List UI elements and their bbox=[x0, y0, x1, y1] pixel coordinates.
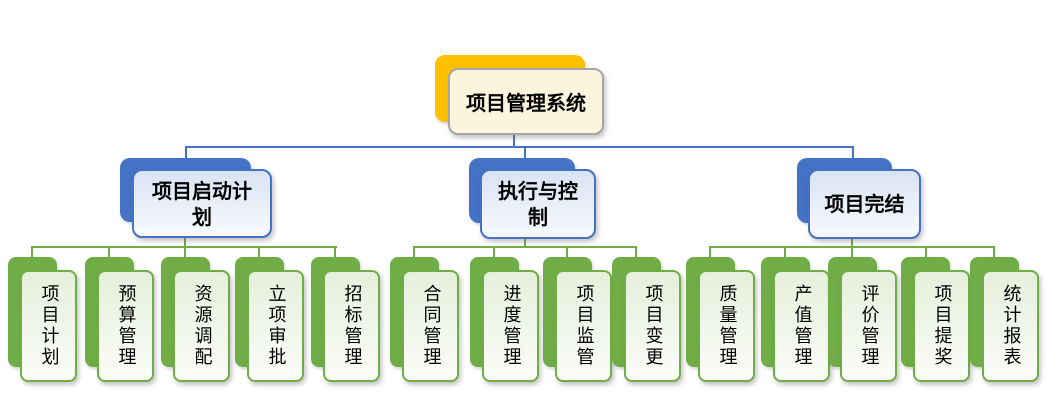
leaf-card: 项目监管 bbox=[555, 270, 612, 382]
connector-drop-branch-2 bbox=[524, 146, 526, 159]
connector-drop-leaf-3-1 bbox=[709, 246, 711, 259]
connector-drop-leaf-3-4 bbox=[925, 246, 927, 259]
connector-drop-branch-3 bbox=[852, 146, 854, 159]
leaf-card: 资源调配 bbox=[173, 270, 230, 382]
leaf-label: 质量管理 bbox=[716, 284, 738, 368]
leaf-label: 项目监管 bbox=[573, 284, 595, 368]
connector-drop-leaf-1-3 bbox=[184, 246, 186, 259]
connector-level1-bar bbox=[185, 146, 854, 148]
leaf-label: 项目计划 bbox=[38, 284, 60, 368]
leaf-label: 招标管理 bbox=[341, 284, 363, 368]
connector-drop-leaf-2-2 bbox=[493, 246, 495, 259]
connector-branch2-bar bbox=[413, 246, 637, 248]
leaf-card: 立项审批 bbox=[247, 270, 304, 382]
connector-drop-leaf-3-3 bbox=[851, 246, 853, 259]
branch-card: 项目完结 bbox=[808, 169, 921, 239]
connector-branch1-stem bbox=[184, 233, 186, 248]
leaf-label: 预算管理 bbox=[115, 284, 137, 368]
connector-drop-leaf-1-1 bbox=[31, 246, 33, 259]
connector-drop-leaf-2-1 bbox=[413, 246, 415, 259]
connector-drop-leaf-1-2 bbox=[108, 246, 110, 259]
leaf-label: 进度管理 bbox=[500, 284, 522, 368]
connector-drop-leaf-3-5 bbox=[993, 246, 995, 259]
branch-label: 项目完结 bbox=[824, 192, 905, 216]
leaf-card: 招标管理 bbox=[323, 270, 380, 382]
branch-label: 执行与控制 bbox=[498, 179, 578, 229]
leaf-label: 资源调配 bbox=[191, 284, 213, 368]
leaf-card: 产值管理 bbox=[773, 270, 830, 382]
connector-root-stem bbox=[513, 130, 515, 147]
leaf-card: 合同管理 bbox=[402, 270, 459, 382]
branch-card: 执行与控制 bbox=[480, 169, 596, 239]
connector-branch2-stem bbox=[524, 233, 526, 248]
leaf-card: 预算管理 bbox=[97, 270, 154, 382]
leaf-card: 评价管理 bbox=[840, 270, 897, 382]
root-label: 项目管理系统 bbox=[466, 91, 586, 115]
leaf-label: 产值管理 bbox=[791, 284, 813, 368]
leaf-card: 统计报表 bbox=[982, 270, 1039, 382]
connector-branch3-stem bbox=[851, 233, 853, 248]
connector-drop-leaf-2-3 bbox=[566, 246, 568, 259]
leaf-card: 项目计划 bbox=[20, 270, 77, 382]
leaf-label: 项目变更 bbox=[642, 284, 664, 368]
leaf-label: 合同管理 bbox=[420, 284, 442, 368]
branch-card: 项目启动计划 bbox=[132, 169, 272, 238]
connector-drop-leaf-1-5 bbox=[334, 246, 336, 259]
leaf-card: 进度管理 bbox=[482, 270, 539, 382]
leaf-card: 项目提奖 bbox=[913, 270, 970, 382]
leaf-label: 统计报表 bbox=[1000, 284, 1022, 368]
connector-drop-leaf-1-4 bbox=[258, 246, 260, 259]
root-card: 项目管理系统 bbox=[448, 68, 604, 135]
branch-label: 项目启动计划 bbox=[152, 178, 252, 229]
leaf-card: 质量管理 bbox=[698, 270, 755, 382]
leaf-label: 评价管理 bbox=[858, 284, 880, 368]
leaf-card: 项目变更 bbox=[624, 270, 681, 382]
leaf-label: 项目提奖 bbox=[931, 284, 953, 368]
leaf-label: 立项审批 bbox=[265, 284, 287, 368]
connector-drop-leaf-2-4 bbox=[635, 246, 637, 259]
connector-drop-branch-1 bbox=[185, 146, 187, 159]
connector-drop-leaf-3-2 bbox=[784, 246, 786, 259]
